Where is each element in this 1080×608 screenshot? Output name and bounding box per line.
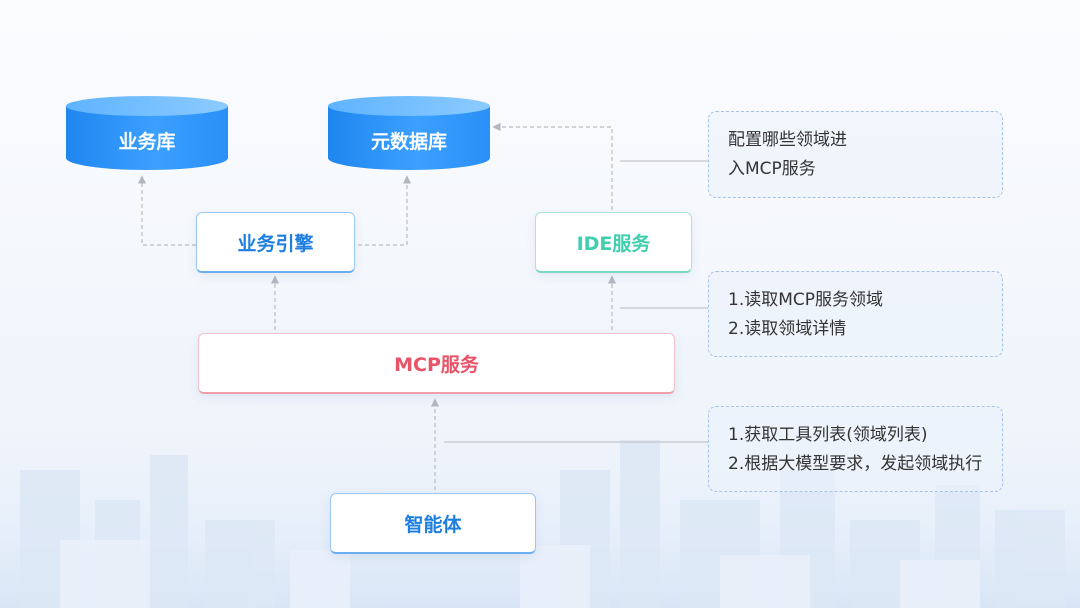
mcp-service-node[interactable]: MCP服务 [198, 333, 675, 394]
note-mcp-read: 1.读取MCP服务领域 2.读取领域详情 [708, 271, 1003, 357]
metadata-db-top [328, 96, 490, 116]
business-db-top [66, 96, 228, 116]
ide-service-node[interactable]: IDE服务 [535, 212, 692, 273]
agent-node[interactable]: 智能体 [330, 493, 536, 554]
note-agent-call: 1.获取工具列表(领域列表) 2.根据大模型要求，发起领域执行 [708, 406, 1003, 492]
business-engine-node[interactable]: 业务引擎 [196, 212, 355, 273]
note-agent-call-line-1: 1.获取工具列表(领域列表) [728, 425, 928, 445]
metadata-db: 元数据库 [328, 96, 490, 176]
business-db: 业务库 [66, 96, 228, 176]
arrow-engine-to-metadata-db [358, 175, 412, 246]
arrow-engine-to-business-db [137, 175, 196, 246]
note-ide-config: 配置哪些领域进 入MCP服务 [708, 111, 1003, 198]
note-ide-config-line-2: 入MCP服务 [728, 159, 816, 179]
note-mcp-read-line-1: 1.读取MCP服务领域 [728, 290, 884, 310]
arrow-ide-to-metadata-db [492, 122, 613, 210]
note-ide-config-line-1: 配置哪些领域进 [728, 130, 847, 150]
business-db-label: 业务库 [66, 106, 228, 170]
metadata-db-label: 元数据库 [328, 106, 490, 170]
note-agent-call-line-2: 2.根据大模型要求，发起领域执行 [728, 454, 983, 474]
note-mcp-read-line-2: 2.读取领域详情 [728, 319, 847, 339]
